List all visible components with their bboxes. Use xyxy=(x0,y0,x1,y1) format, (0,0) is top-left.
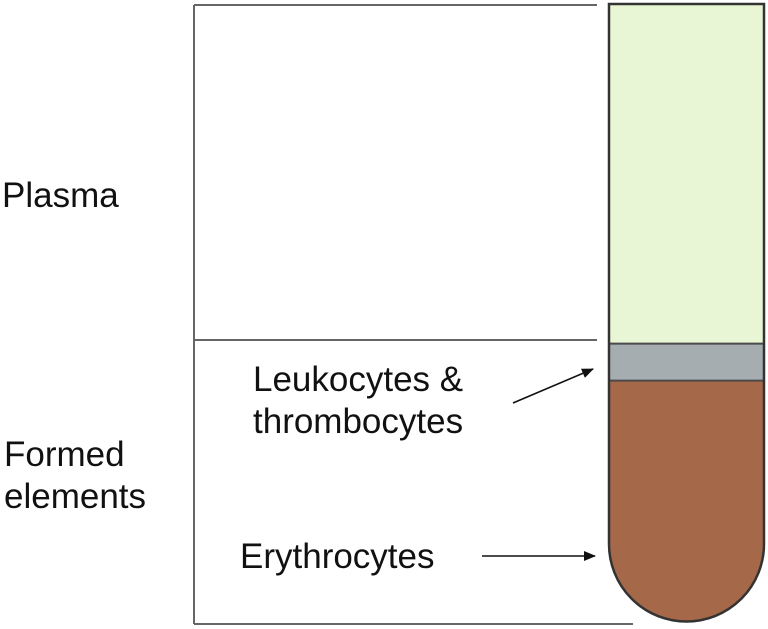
erythrocytes-label: Erythrocytes xyxy=(240,537,435,576)
leukocytes-line-1: Leukocytes & xyxy=(253,360,464,399)
bracket-lines xyxy=(193,4,633,625)
formed-elements-label: Formed elements xyxy=(4,434,146,518)
formed-elements-line-1: Formed xyxy=(4,435,125,474)
leukocytes-line-2: thrombocytes xyxy=(253,402,464,441)
test-tube xyxy=(609,4,764,622)
test-tube-outline xyxy=(607,2,766,623)
plasma-layer xyxy=(609,4,764,344)
formed-elements-line-2: elements xyxy=(4,477,147,516)
leukocytes-arrow xyxy=(512,368,594,404)
leukocytes-thrombocytes-label: Leukocytes & thrombocytes xyxy=(253,359,463,443)
erythrocytes-layer xyxy=(609,380,764,622)
leukocytes-thrombocytes-layer xyxy=(609,343,764,381)
plasma-label: Plasma xyxy=(2,176,119,215)
